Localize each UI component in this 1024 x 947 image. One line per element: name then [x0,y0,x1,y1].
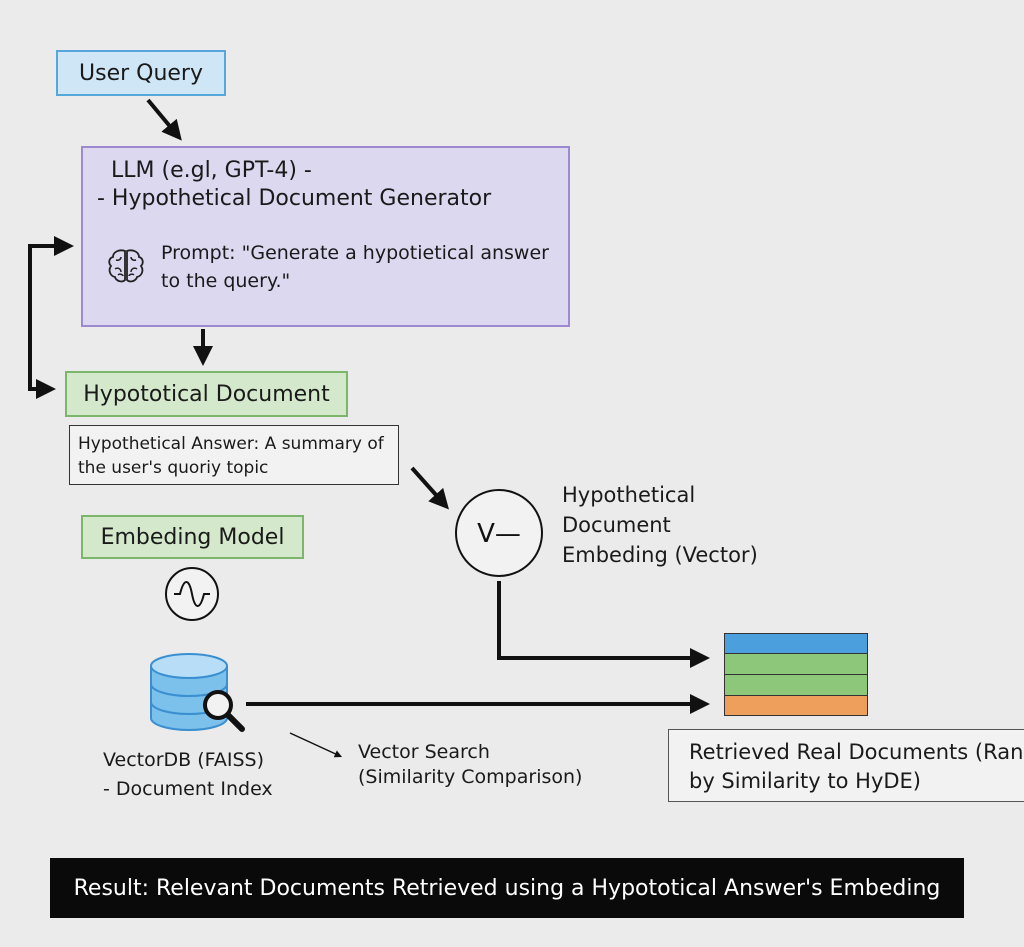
vector-circle [455,489,543,577]
user-query-box: User Query [56,50,226,96]
arrow-answer-to-vector [410,466,449,510]
vectordb-label: VectorDB (FAISS) - Document Index [103,746,273,804]
arrow-loop-left [28,244,64,399]
retrieved-line1: Retrieved Real Documents (Ranked [689,740,1024,764]
embedding-vector-line3: Embeding (Vector) [562,543,758,567]
arrow-search-pointer [289,732,343,758]
doc-stack-green-2 [724,674,868,696]
prompt-line1: Prompt: "Generate a hypotietical answer [161,242,549,264]
waveform-icon [165,567,219,621]
user-query-label: User Query [79,60,203,86]
retrieved-line2: by Similarity to HyDE) [689,769,922,793]
llm-title-line1: LLM (e.gl, GPT-4) - [111,158,312,183]
vectordb-line2: - Document Index [103,778,273,800]
llm-generator-box: LLM (e.gl, GPT-4) - - Hypothetical Docum… [81,146,570,327]
hypothetical-answer-box: Hypothetical Answer: A summary of the us… [69,425,399,485]
doc-stack-orange [724,695,868,716]
doc-stack-green-1 [724,653,868,675]
hypothetical-answer-line1: Hypothetical Answer: A summary of [78,434,384,454]
vectordb-line1: VectorDB (FAISS) [103,749,264,771]
embedding-vector-label: Hypothetical Document Embeding (Vector) [562,480,758,570]
embedding-model-label: Embeding Model [100,524,285,550]
embedding-vector-line2: Document [562,513,671,537]
magnifier-icon [203,690,245,732]
llm-title-line2: - Hypothetical Document Generator [97,186,492,211]
doc-stack-blue [724,633,868,654]
vector-search-label: Vector Search (Similarity Comparison) [358,740,582,790]
vector-symbol: V— [477,519,521,549]
retrieved-documents-box: Retrieved Real Documents (Ranked by Simi… [668,729,1024,802]
hypothetical-document-box: Hypototical Document [65,371,348,417]
result-text: Result: Relevant Documents Retrieved usi… [73,875,941,901]
result-banner: Result: Relevant Documents Retrieved usi… [50,858,964,918]
embedding-vector-line1: Hypothetical [562,483,696,507]
vector-search-line1: Vector Search [358,741,490,763]
prompt-line2: to the query." [161,270,291,292]
vector-search-line2: (Similarity Comparison) [358,766,583,788]
arrow-query-to-llm [146,98,182,141]
brain-icon [108,249,144,283]
arrow-vector-to-docs [497,581,710,668]
embedding-model-box: Embeding Model [81,515,304,559]
hypothetical-answer-line2: the user's quoriy topic [78,458,269,478]
hypothetical-document-label: Hypototical Document [83,381,330,407]
